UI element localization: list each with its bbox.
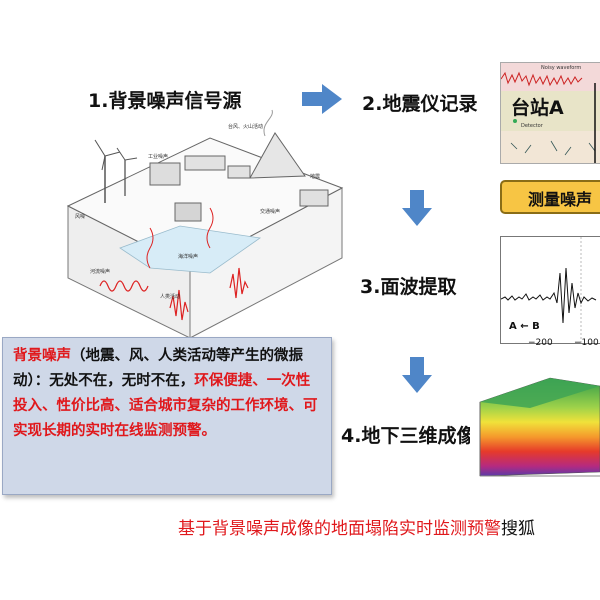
subsurface-3d-graphic [479,377,600,477]
scene-label: 河流噪声 [90,268,110,275]
seismometer-panel: Noisy waveform Detector 台站A [500,62,600,164]
measure-noise-box: 测量噪声 [500,180,600,214]
noise-source-illustration: 台风、火山活动 工业噪声 海洋噪声 风噪 交通噪声 地震 人类活动 河流噪声 [66,109,344,339]
scene-label: 人类活动 [160,293,180,300]
detector-caption: Detector [521,123,543,129]
step-3-label: 3.面波提取 [360,276,457,298]
scene-label: 交通噪声 [260,208,280,215]
step-2-label: 2.地震仪记录 [362,93,478,115]
bottom-title-main: 基于背景噪声成像的地面塌陷实时监测预警 [178,519,501,539]
station-title: 台站A [511,97,564,119]
seismometer-graphic [501,63,600,163]
surface-wave-arrow-label: A ← B [509,321,540,332]
scene-label: 地震 [310,173,320,180]
scene-label: 海洋噪声 [178,253,198,260]
subsurface-3d-panel [470,372,600,484]
tick-label: −200 [528,338,553,348]
scene-label: 工业噪声 [148,153,168,160]
step-4-label: 4.地下三维成像 [341,425,476,447]
description-red-lead: 背景噪声 [13,348,71,364]
scene-label: 台风、火山活动 [228,123,263,130]
down-arrow-icon [402,357,432,393]
waveform-caption: Noisy waveform [541,65,582,71]
surface-wave-panel: A ← B [500,236,600,344]
scene-label: 风噪 [75,214,85,220]
description-body: （地震、风、人类活动等产生的微振动）：无处不在，无时不在， [13,348,303,389]
tick-label: −100 [574,338,599,348]
description-red-tail: 环保便捷、一次性投入、性价比高、适合城市复杂的工作环境、可实现长期的实时在线监测… [13,373,318,439]
surface-wave-graphic [501,237,597,343]
bottom-title: 基于背景噪声成像的地面塌陷实时监测预警搜狐 [178,514,535,539]
noise-description-box: 背景噪声（地震、风、人类活动等产生的微振动）：无处不在，无时不在，环保便捷、一次… [2,337,332,495]
right-arrow-icon [302,84,342,114]
down-arrow-icon [402,190,432,226]
step-1-label: 1.背景噪声信号源 [88,90,242,112]
bottom-title-tail: 搜狐 [501,519,535,539]
